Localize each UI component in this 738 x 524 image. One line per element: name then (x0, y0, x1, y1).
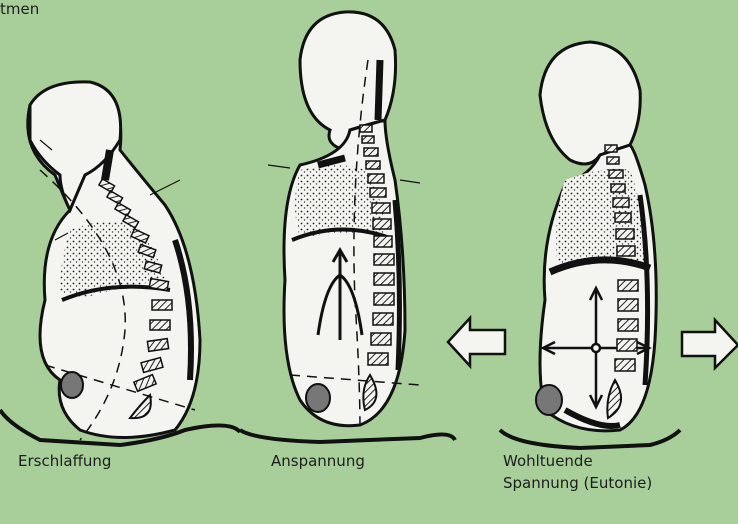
figure-slack (0, 82, 240, 445)
label-tense: Anspannung (271, 452, 365, 471)
label-eutonie-line2: Spannung (Eutonie) (503, 474, 652, 493)
label-slack: Erschlaffung (18, 452, 111, 471)
right-arrow (682, 320, 738, 368)
figure-tense (240, 12, 455, 442)
title-fragment: tmen (0, 0, 39, 19)
left-arrow (448, 318, 505, 366)
label-eutonie-line1: Wohltuende (503, 452, 593, 471)
figure-eutonie (448, 42, 738, 448)
